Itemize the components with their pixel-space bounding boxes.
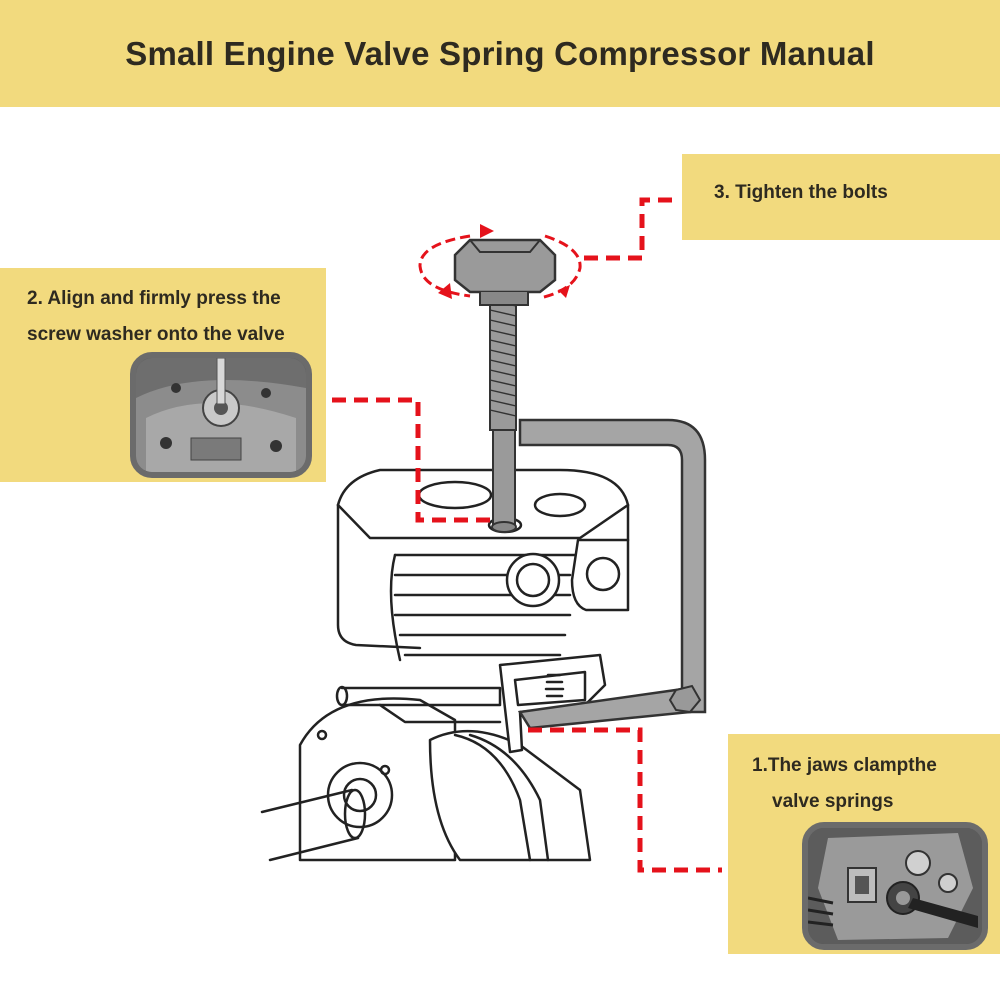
step-3-text: 3. Tighten the bolts — [714, 182, 888, 203]
title-banner: Small Engine Valve Spring Compressor Man… — [0, 0, 1000, 107]
step-1-line-1: 1.The jaws clampthe — [752, 755, 937, 776]
step-1-callout: 1.The jaws clampthe valve springs — [728, 734, 1000, 954]
step-1-line-2: valve springs — [772, 791, 894, 812]
page-title: Small Engine Valve Spring Compressor Man… — [125, 34, 875, 72]
step-2-line-1: 2. Align and firmly press the — [27, 288, 281, 309]
valve-head-photo — [130, 352, 312, 478]
step-2-line-2: screw washer onto the valve — [27, 324, 285, 345]
rotation-arrows-icon — [418, 234, 582, 300]
valve-spring-photo — [802, 822, 988, 950]
step-2-callout: 2. Align and firmly press the screw wash… — [0, 268, 326, 482]
step-3-callout: 3. Tighten the bolts — [682, 154, 1000, 240]
